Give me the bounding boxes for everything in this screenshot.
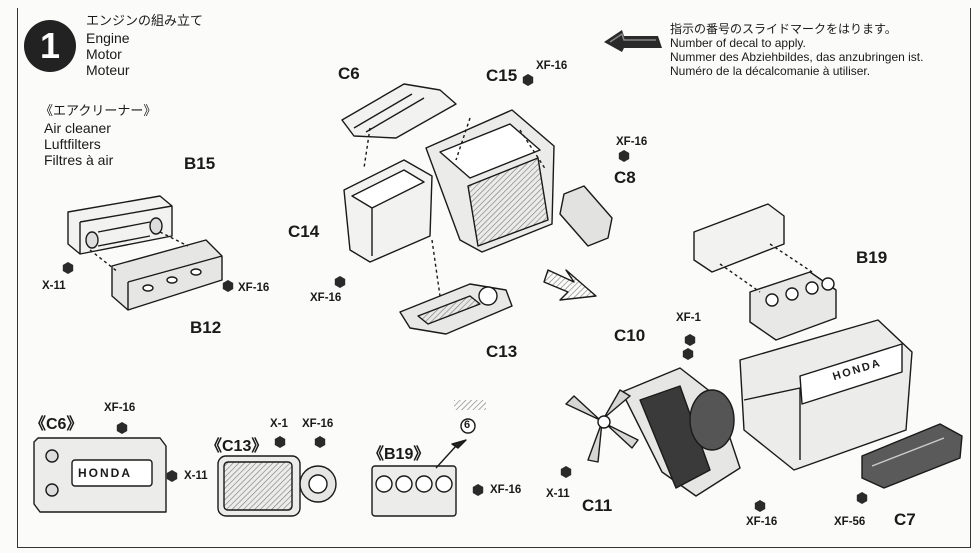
callout-xf56: XF-56	[834, 516, 866, 528]
detail-label-c13: 《C13》	[206, 438, 268, 455]
callout-xf16-c13: XF-16	[302, 418, 334, 430]
decal-note-de: Nummer des Abziehbildes, das anzubringen…	[670, 50, 924, 64]
decal-number-badge: 6	[464, 419, 471, 431]
brand-logo-c6: HONDA	[78, 466, 132, 480]
step-title-fr: Moteur	[86, 62, 130, 78]
label-c6: C6	[338, 64, 360, 83]
part-c10-shape	[621, 367, 741, 497]
callout-x11-c6: X-11	[184, 470, 208, 482]
callout-xf16-c14: XF-16	[310, 292, 342, 304]
callout-xf16-c15: XF-16	[536, 60, 568, 72]
detail-c13-shape	[217, 455, 337, 517]
part-c14-shape	[343, 159, 433, 263]
air-cleaner-jp: 《エアクリーナー》	[40, 104, 157, 119]
callout-xf16-air-cleaner: XF-16	[238, 282, 270, 294]
label-c11: C11	[582, 496, 613, 515]
part-c13-shape	[399, 283, 513, 335]
step-number-badge: 1	[24, 20, 76, 72]
part-c7-shape	[861, 423, 963, 489]
decal-note: 指示の番号のスライドマークをはります。 Number of decal to a…	[670, 22, 923, 78]
label-c10: C10	[614, 326, 646, 345]
detail-b19-shape	[371, 465, 457, 517]
step-title-de: Motor	[86, 46, 122, 62]
callout-xf16-c6: XF-16	[104, 402, 136, 414]
air-cleaner-de: Luftfilters	[44, 136, 101, 152]
label-c8: C8	[614, 168, 636, 187]
callout-x11-air-cleaner: X-11	[42, 280, 66, 292]
part-c8-shape	[559, 185, 613, 247]
part-c11-shape	[565, 389, 639, 463]
step-title-en: Engine	[86, 30, 130, 46]
label-c7: C7	[894, 510, 916, 529]
label-c15: C15	[486, 66, 518, 85]
callout-x1-c13: X-1	[270, 418, 288, 430]
step-title-jp: エンジンの組み立て	[86, 14, 204, 29]
label-c14: C14	[288, 222, 320, 241]
label-c13: C13	[486, 342, 518, 361]
callout-xf16-engine: XF-16	[746, 516, 778, 528]
label-b12: B12	[190, 318, 222, 337]
label-b19: B19	[856, 248, 888, 267]
part-b19-shape	[693, 203, 837, 341]
part-b12-shape	[111, 239, 223, 311]
engine-block-shape	[739, 319, 913, 471]
part-c15-shape	[425, 109, 555, 253]
step-title: エンジンの組み立て Engine Motor Moteur	[86, 14, 203, 78]
callout-xf16-b19: XF-16	[490, 484, 522, 496]
decal-note-fr: Numéro de la décalcomanie à utiliser.	[670, 64, 871, 78]
callout-xf16-c8: XF-16	[616, 136, 648, 148]
decal-arrow-icon	[604, 30, 662, 52]
decal-note-jp: 指示の番号のスライドマークをはります。	[670, 22, 897, 36]
part-c6-shape	[341, 83, 457, 139]
air-cleaner-fr: Filtres à air	[44, 152, 114, 168]
decal-note-en: Number of decal to apply.	[670, 36, 806, 50]
instruction-frame	[17, 8, 971, 548]
part-b15-shape	[67, 195, 173, 255]
detail-label-b19: 《B19》	[368, 446, 430, 463]
callout-xf1: XF-1	[676, 312, 701, 324]
detail-c6-shape	[33, 437, 167, 513]
detail-label-c6: 《C6》	[30, 416, 83, 433]
callout-x11-c11: X-11	[546, 488, 570, 500]
label-b15: B15	[184, 154, 216, 173]
air-cleaner-heading: 《エアクリーナー》 Air cleaner Luftfilters Filtre…	[40, 104, 156, 168]
air-cleaner-en: Air cleaner	[44, 120, 111, 136]
